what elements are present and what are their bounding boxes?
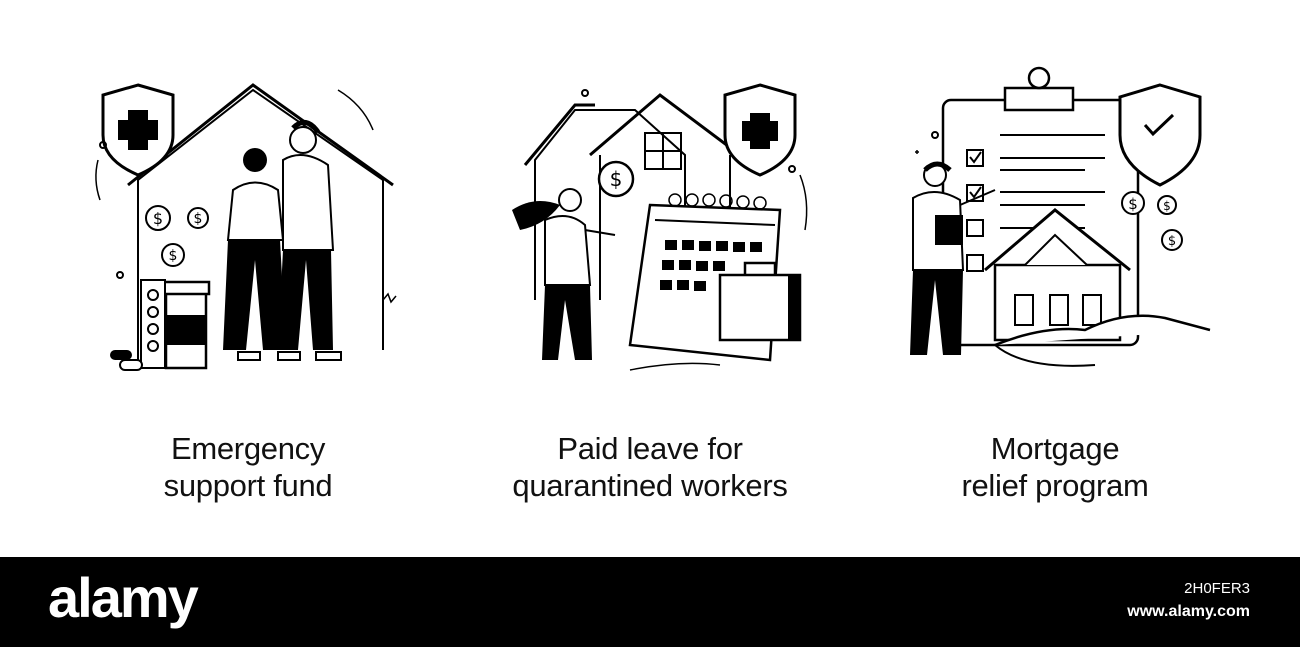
- caption-line-1: Mortgage: [990, 431, 1120, 466]
- emergency-fund-illustration: $ $ $: [95, 83, 397, 371]
- caption: Paid leave for quarantined workers: [450, 430, 850, 504]
- image-id: 2H0FER3: [1184, 580, 1250, 597]
- panel-paid-leave: $ Paid leave for q: [450, 0, 850, 555]
- briefcase-icon: [718, 273, 802, 342]
- caption-line-2: relief program: [961, 468, 1149, 503]
- caption: Mortgage relief program: [855, 430, 1255, 504]
- caption-line-1: Paid leave for: [557, 431, 743, 466]
- svg-text:$: $: [169, 248, 178, 264]
- paid-leave-illustration: $: [512, 83, 808, 371]
- svg-text:$: $: [1163, 199, 1171, 213]
- mortgage-relief-illustration: $ $ $: [910, 66, 1211, 367]
- shield-check-icon: [1118, 83, 1202, 187]
- svg-text:$: $: [1168, 234, 1176, 249]
- panel-mortgage-relief: $ $ $ Mortgage relief program: [855, 0, 1255, 555]
- svg-text:$: $: [610, 167, 623, 191]
- watermark-footer: alamy 2H0FER3 www.alamy.com: [0, 557, 1300, 647]
- dollar-coin-icon: [1157, 195, 1177, 215]
- dollar-coin-icon: [187, 207, 209, 229]
- svg-text:$: $: [153, 209, 163, 228]
- dollar-coin-icon: [161, 243, 185, 267]
- svg-text:$: $: [1128, 195, 1138, 213]
- site-url: www.alamy.com: [1127, 603, 1250, 620]
- brand-logo: alamy: [48, 566, 199, 629]
- dollar-coin-icon: [145, 205, 171, 231]
- caption-line-2: support fund: [163, 468, 333, 503]
- caption: Emergency support fund: [48, 430, 448, 504]
- dollar-coin-icon: [1121, 191, 1145, 215]
- dollar-coin-icon: [597, 160, 635, 198]
- panel-emergency-support-fund: $ $ $ Emergency support fund: [48, 0, 448, 555]
- caption-line-2: quarantined workers: [512, 468, 788, 503]
- svg-text:$: $: [194, 211, 203, 227]
- dollar-coin-icon: [1161, 229, 1183, 251]
- caption-line-1: Emergency: [170, 431, 326, 466]
